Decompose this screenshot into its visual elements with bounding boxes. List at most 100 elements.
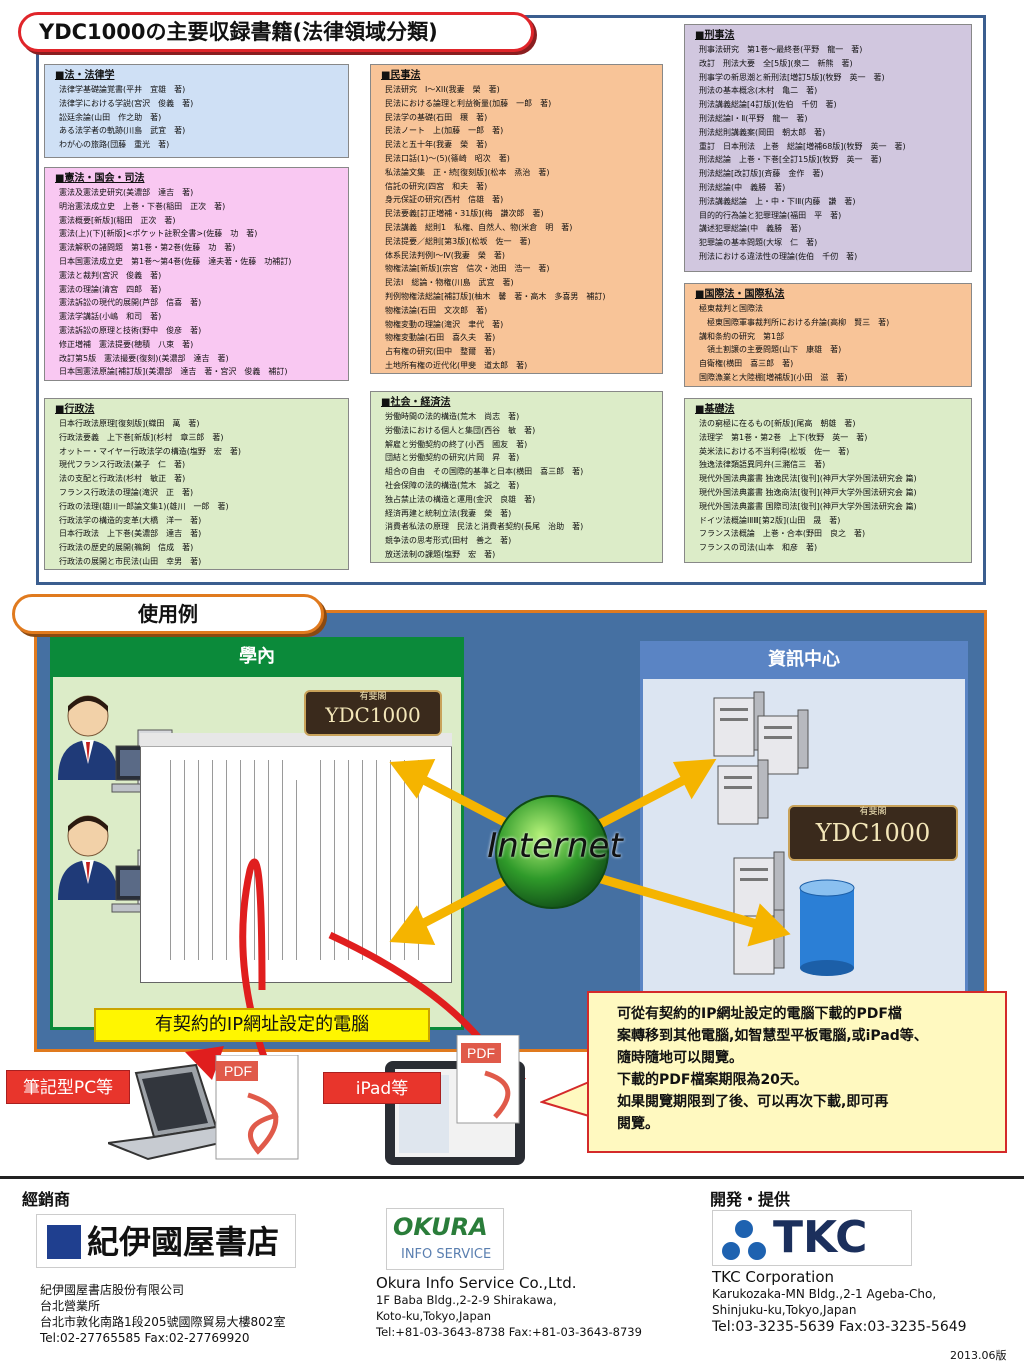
servers-illustration [713, 691, 855, 976]
notebook-illustration: PDF [108, 1055, 299, 1161]
book-list: 刑事法研究 第1巻～最終巻(平野 龍一 著)改訂 刑法大要 全[5版](泉二 新… [695, 43, 965, 264]
book-list: 民法研究 Ⅰ～XII(我妻 榮 著) 民法における論理と利益衡量(加藤 一郎 著)… [381, 83, 656, 373]
category-box-criminal: ■刑事法 刑事法研究 第1巻～最終巻(平野 龍一 著)改訂 刑法大要 全[5版]… [684, 24, 972, 272]
book-item: 放送法制の課題(塩野 宏 著) [385, 549, 496, 559]
tkc-address: TKC Corporation Karukozaka-MN Bldg.,2-1 … [712, 1268, 967, 1336]
category-title: ■社会・経済法 [381, 397, 451, 408]
book-item: 重訂 日本刑法 上巻 総論[増補68版](牧野 英一 著) [699, 141, 906, 151]
kinokuniya-logo-text: 紀伊國屋書店 [87, 1223, 280, 1261]
book-item: 判例物権法総論[補訂版](柚木 馨 著・高木 多喜男 補訂) [385, 291, 606, 301]
book-item: 国際漁業と大陸棚[増補版](小田 滋 著) [699, 372, 848, 382]
book-item: 法律学における学説(宮沢 俊義 著) [59, 98, 194, 108]
callout-line: 閱覽。 [617, 1116, 659, 1132]
book-item: 刑法総論[改訂版](斉藤 金作 著) [699, 169, 824, 179]
ydc1000-badge: 有斐閣 YDC1000 [304, 690, 442, 736]
book-item: 民法における論理と利益衡量(加藤 一郎 著) [385, 98, 552, 108]
badge-product: YDC1000 [815, 819, 931, 847]
category-box-foundation: ■基礎法 法の窮極に在るもの[新版](尾高 朝雄 著)法理学 第1巻・第2巻 上… [684, 398, 972, 563]
book-item: 自衛権(横田 喜三郎 著) [699, 359, 794, 369]
book-item: フランス行政法の理論(滝沢 正 著) [59, 487, 194, 497]
book-list: 法の窮極に在るもの[新版](尾高 朝雄 著)法理学 第1巻・第2巻 上下(牧野 … [695, 417, 965, 555]
book-item: 日本行政法原理[復刻版](織田 萬 著) [59, 419, 200, 428]
book-item: 刑法総論 上巻・下巻[全訂15版](牧野 英一 著) [699, 155, 882, 165]
book-item: 行政法学の構造的変革(大橋 洋一 著) [59, 515, 202, 525]
book-item: 憲法解釈の諸問題 第1巻・第2巻(佐藤 功 著) [59, 243, 236, 253]
book-item: 消費者私法の原理 民法と消費者契約(長尾 治助 著) [385, 522, 584, 532]
book-item: 改訂第5版 憲法撮要(復刻)(美濃部 達吉 著) [59, 353, 229, 363]
callout-line: 下載的PDF檔案期限為20天。 [617, 1072, 808, 1088]
catalog-title: YDC1000の主要収録書籍(法律領域分類) [18, 12, 534, 52]
category-title: ■刑事法 [695, 30, 735, 41]
server-icon [733, 851, 785, 917]
ydc1000-badge-center: 有斐閣 YDC1000 [788, 805, 958, 861]
notebook-pc-icon [108, 1063, 241, 1161]
category-box-international: ■国際法・国際私法 極東裁判と国際法 極東国際軍事裁判所における弁論(高柳 賢三… [684, 283, 972, 387]
book-item: 経済再建と統制立法(我妻 榮 著) [385, 508, 512, 518]
category-box-administrative: ■行政法 日本行政法原理[復刻版](織田 萬 著)行政法要義 上下巻[新版](杉… [44, 398, 349, 570]
badge-publisher: 有斐閣 [859, 807, 887, 817]
tkc-logo: TKC [712, 1210, 912, 1266]
book-item: 民法ノート 上(加藤 一郎 著) [385, 126, 504, 136]
book-item: 団結と労働契約の研究(片岡 昇 著) [385, 453, 520, 463]
book-item: 憲法(上)(下)[新版]<ポケット註釈全書>(佐藤 功 著) [59, 229, 258, 239]
category-box-social-economic: ■社会・経済法 労働時間の法的構造(荒木 尚志 著)労働法における個人と集団(西… [370, 391, 663, 563]
data-arrows [389, 758, 791, 947]
okura-address: Okura Info Service Co.,Ltd. 1F Baba Bldg… [376, 1274, 642, 1340]
book-item: 独逸法律類語異同弁(三瀦信三 著) [699, 460, 826, 470]
book-item: 極東裁判と国際法 [699, 304, 763, 313]
callout-line: 案轉移到其他電腦,如智慧型平板電腦,或iPad等、 [617, 1028, 928, 1044]
address-line: Tel:03-3235-5639 Fax:03-3235-5649 [712, 1319, 967, 1335]
book-list: 日本行政法原理[復刻版](織田 萬 著)行政法要義 上下巻[新版](杉村 章三郎… [55, 417, 342, 569]
category-box-constitution: ■憲法・国会・司法 憲法及憲法史研究(美濃部 達吉 著)明治憲法成立史 上巻・下… [44, 167, 349, 381]
book-item: 現代フランス行政法(兼子 仁 著) [59, 460, 186, 470]
book-item: わが心の旅路(団藤 重光 著) [59, 140, 170, 150]
version-label: 2013.06版 [950, 1349, 1007, 1362]
tkc-mark-icon [722, 1220, 766, 1260]
book-list: 法律学基礎論覚書(平井 宜雄 著)法律学における学説(宮沢 俊義 著)訟廷余論(… [55, 83, 342, 152]
kinokuniya-mark-icon [47, 1225, 81, 1259]
book-item: 改訂 刑法大要 全[5版](泉二 新熊 著) [699, 58, 853, 68]
database-icon [799, 879, 855, 976]
book-item: 行政法の歴史的展開(鵜飼 信成 著) [59, 543, 194, 553]
internet-globe-icon [495, 795, 609, 909]
book-item: 民法要義[訂正増補・31版](梅 謙次郎 著) [385, 209, 544, 219]
book-item: 憲法の理論(清宮 四郎 著) [59, 284, 162, 294]
callout-line: 隨時隨地可以閱覽。 [617, 1050, 743, 1066]
pdf-file-icon: PDF [215, 1055, 299, 1160]
book-item: オットー・マイヤー行政法学の構造(塩野 宏 著) [59, 446, 241, 456]
campus-label: 學內 [50, 637, 464, 677]
book-item: 刑法講義総論 上・中・下ⅠⅡ(内藤 謙 著) [699, 196, 856, 206]
book-item: 競争法の思考形式(田村 善之 著) [385, 536, 512, 546]
ip-computer-label: 有契約的IP網址設定的電腦 [94, 1008, 430, 1042]
okura-logo-subtext: INFO SERVICE [401, 1247, 492, 1262]
book-item: 物権法論(石田 文次郎 著) [385, 305, 488, 315]
callout-line: 可從有契約的IP網址設定的電腦下載的PDF檔 [617, 1006, 902, 1022]
book-item: 刑法総則講義案(岡田 朝太郎 著) [699, 127, 826, 137]
book-item: 刑法講義総論[4訂版](佐伯 千仞 著) [699, 100, 837, 110]
book-item: ある法学者の軌跡(川島 武宜 著) [59, 126, 186, 136]
category-box-civil: ■民事法 民法研究 Ⅰ～XII(我妻 榮 著)民法における論理と利益衡量(加藤 … [370, 64, 663, 374]
kinokuniya-address: 紀伊國屋書店股份有限公司 台北營業所 台北市敦化南路1段205號國際貿易大樓80… [40, 1282, 285, 1346]
book-item: 独占禁止法の構造と運用(金沢 良雄 著) [385, 494, 536, 504]
address-line: Tel:02-27765585 Fax:02-27769920 [40, 1331, 250, 1345]
developer-heading: 開発・提供 [710, 1190, 791, 1209]
book-item: 憲法と裁判(宮沢 俊義 著) [59, 270, 162, 280]
book-item: 組合の自由 その国際的基準と日本(横田 喜三郎 著) [385, 467, 584, 477]
book-item: 現代外国法典叢書 独逸民法[復刊](神戸大学外国法研究会 篇) [699, 474, 917, 484]
book-item: 英米法における不当利得(松坂 佐一 著) [699, 446, 850, 456]
book-item: 日本国憲法原論[補訂版](美濃部 達吉 著・宮沢 俊義 補訂) [59, 367, 288, 377]
badge-product: YDC1000 [325, 703, 421, 727]
book-item: 民法口話(1)～(5)(篠崎 昭次 著) [385, 153, 510, 163]
book-item: 現代外国法典叢書 国際司法[復刊](神戸大学外国法研究会 篇) [699, 501, 917, 511]
address-line: Karukozaka-MN Bldg.,2-1 Ageba-Cho, [712, 1287, 937, 1301]
address-line: 1F Baba Bldg.,2-2-9 Shirakawa, [376, 1293, 557, 1307]
internet-label: Internet [487, 826, 623, 866]
kinokuniya-logo: 紀伊國屋書店 [36, 1214, 296, 1268]
book-item: 刑法総論(中 義勝 著) [699, 182, 786, 192]
book-item: 犯罪論の基本問題(大塚 仁 著) [699, 238, 818, 248]
book-item: 民法研究 Ⅰ～XII(我妻 榮 著) [385, 85, 500, 94]
book-list: 労働時間の法的構造(荒木 尚志 著)労働法における個人と集団(西谷 敏 著)解雇… [381, 410, 656, 562]
document-viewer-toolbar [140, 733, 452, 747]
user-icon [58, 815, 118, 900]
book-item: 解雇と労働契約の終了(小西 國友 著) [385, 439, 528, 449]
